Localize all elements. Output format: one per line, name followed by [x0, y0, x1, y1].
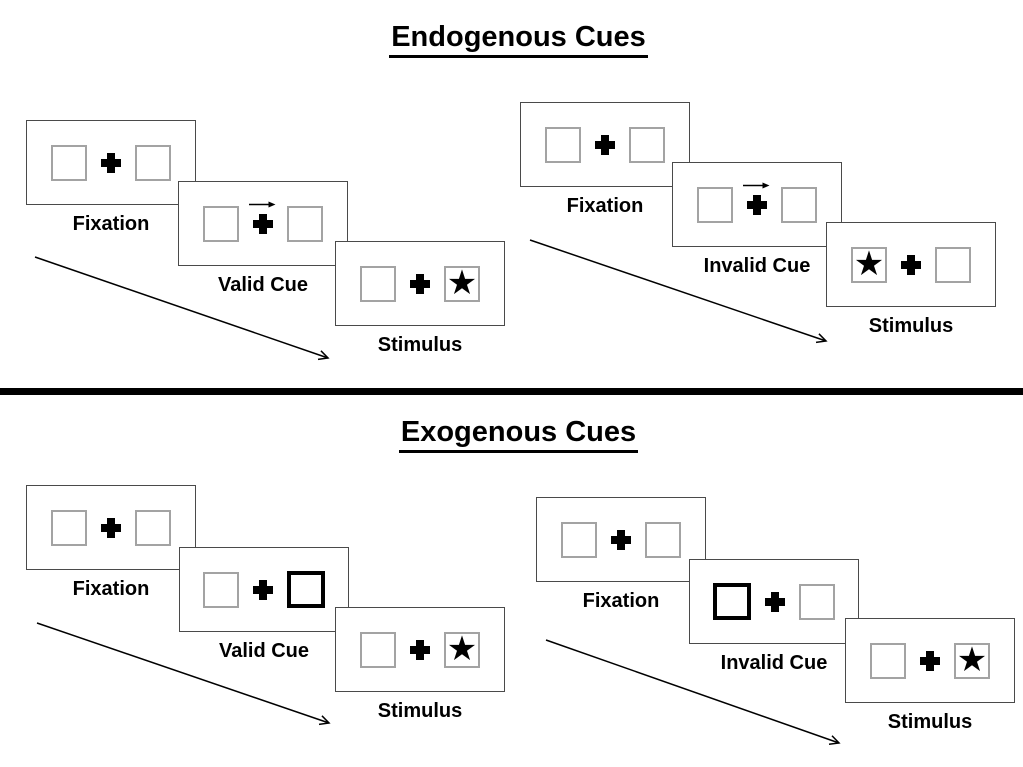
panel-label: Invalid Cue — [703, 255, 811, 277]
cue-panel: Valid Cue — [178, 181, 348, 296]
stimulus-screen: ★ — [335, 241, 505, 326]
panel-label: Stimulus — [868, 315, 954, 337]
fixation-cross-icon — [410, 639, 430, 660]
right-placeholder-box — [645, 521, 681, 558]
star-target-box: ★ — [851, 243, 887, 284]
panel-label: Stimulus — [887, 711, 973, 733]
highlighted-cue-box — [713, 583, 751, 620]
section-title-exogenous-text: Exogenous Cues — [398, 416, 639, 453]
cue-screen — [672, 162, 842, 247]
stimulus-screen: ★ — [335, 607, 505, 692]
time-arrow-exogenous-valid — [36, 622, 331, 726]
fixation-cross-icon — [611, 529, 631, 550]
fixation-panel: Fixation — [536, 497, 706, 612]
left-placeholder-box — [360, 265, 396, 302]
stimulus-panel: ★ Stimulus — [826, 222, 996, 337]
fixation-panel: Fixation — [26, 120, 196, 235]
right-placeholder-box — [781, 186, 817, 223]
star-stimulus-icon: ★ — [956, 639, 988, 680]
left-placeholder-box — [561, 521, 597, 558]
fixation-cross-icon — [249, 201, 276, 234]
section-title-exogenous: Exogenous Cues — [14, 416, 1023, 453]
fixation-cross-icon — [901, 254, 921, 275]
star-stimulus-icon: ★ — [446, 262, 478, 303]
right-placeholder-box — [629, 126, 665, 163]
right-arrow-cue-icon — [743, 182, 770, 188]
fixation-screen — [520, 102, 690, 187]
cue-screen — [178, 181, 348, 266]
fixation-panel: Fixation — [26, 485, 196, 600]
panel-label: Valid Cue — [217, 274, 309, 296]
left-placeholder-box — [545, 126, 581, 163]
cue-panel: Invalid Cue — [689, 559, 859, 674]
panel-label: Invalid Cue — [720, 652, 828, 674]
left-placeholder-box — [870, 642, 906, 679]
panel-label: Stimulus — [377, 334, 463, 356]
cue-screen — [689, 559, 859, 644]
panel-label: Stimulus — [377, 700, 463, 722]
time-arrow-endogenous-invalid — [529, 239, 828, 344]
cue-panel: Invalid Cue — [672, 162, 842, 277]
time-arrow-exogenous-invalid — [545, 639, 841, 746]
panel-label: Valid Cue — [218, 640, 310, 662]
fixation-cross-icon — [765, 591, 785, 612]
right-placeholder-box — [799, 583, 835, 620]
panel-label: Fixation — [72, 578, 150, 600]
panel-label: Fixation — [566, 195, 644, 217]
star-stimulus-icon: ★ — [853, 243, 885, 284]
stimulus-screen: ★ — [845, 618, 1015, 703]
time-arrow-endogenous-valid — [34, 256, 330, 361]
right-placeholder-box — [135, 509, 171, 546]
stimulus-screen: ★ — [826, 222, 996, 307]
stimulus-panel: ★ Stimulus — [845, 618, 1015, 733]
star-target-box: ★ — [954, 639, 990, 680]
fixation-panel: Fixation — [520, 102, 690, 217]
left-placeholder-box — [51, 144, 87, 181]
right-placeholder-box — [287, 205, 323, 242]
section-divider — [0, 388, 1023, 395]
left-placeholder-box — [360, 631, 396, 668]
section-title-endogenous-text: Endogenous Cues — [389, 21, 648, 58]
section-title-endogenous: Endogenous Cues — [14, 21, 1023, 58]
right-placeholder-box — [935, 246, 971, 283]
left-placeholder-box — [203, 571, 239, 608]
panel-label: Fixation — [72, 213, 150, 235]
star-stimulus-icon: ★ — [446, 628, 478, 669]
stimulus-panel: ★ Stimulus — [335, 241, 505, 356]
fixation-cross-icon — [920, 650, 940, 671]
fixation-cross-icon — [101, 152, 121, 173]
cue-panel: Valid Cue — [179, 547, 349, 662]
fixation-cross-icon — [410, 273, 430, 294]
stimulus-panel: ★ Stimulus — [335, 607, 505, 722]
fixation-cross-icon — [101, 517, 121, 538]
right-placeholder-box — [135, 144, 171, 181]
star-target-box: ★ — [444, 262, 480, 303]
left-placeholder-box — [697, 186, 733, 223]
cue-screen — [179, 547, 349, 632]
fixation-screen — [536, 497, 706, 582]
right-arrow-cue-icon — [249, 201, 276, 207]
fixation-screen — [26, 485, 196, 570]
left-placeholder-box — [51, 509, 87, 546]
star-target-box: ★ — [444, 628, 480, 669]
fixation-cross-icon — [595, 134, 615, 155]
fixation-screen — [26, 120, 196, 205]
fixation-cross-icon — [743, 182, 770, 215]
left-placeholder-box — [203, 205, 239, 242]
highlighted-cue-box — [287, 571, 325, 608]
panel-label: Fixation — [582, 590, 660, 612]
fixation-cross-icon — [253, 579, 273, 600]
